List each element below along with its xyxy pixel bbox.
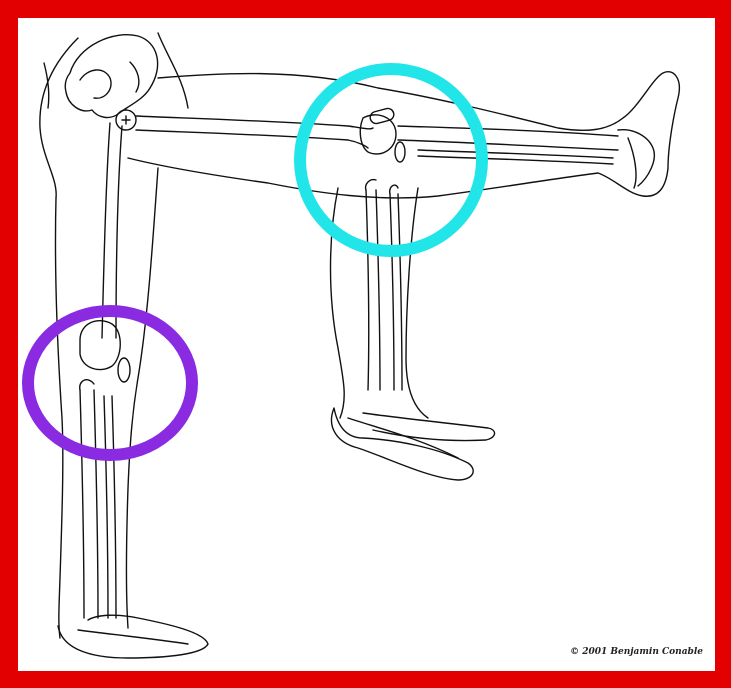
raised-leg [128, 72, 679, 198]
leg-anatomy-illustration [18, 18, 715, 671]
copyright-text: © 2001 Benjamin Conable [570, 647, 703, 657]
torso-outline [40, 33, 188, 198]
figure-canvas: © 2001 Benjamin Conable [18, 18, 715, 671]
standing-knee-highlight [28, 311, 192, 455]
standing-leg [55, 123, 208, 658]
hanging-lower-leg [331, 180, 495, 480]
